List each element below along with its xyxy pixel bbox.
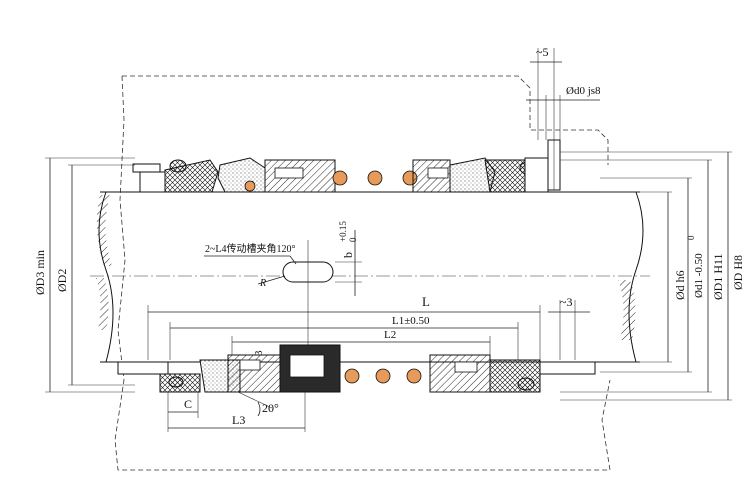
D-label: ØD H8	[731, 255, 745, 290]
angle-label: 20°	[262, 401, 279, 415]
dim-5-label: ~5	[536, 45, 549, 59]
top-right-dimensions: ~5 Ød0 js8	[526, 45, 601, 140]
L3-label: L3	[232, 413, 245, 427]
D2-label: ØD2	[55, 269, 69, 292]
D3-label: ØD3 min	[33, 250, 47, 295]
left-dimensions: ØD3 min ØD2	[33, 157, 135, 393]
right-dimensions: Ød h6 Ød1 -0.50 0 ØD1 H11 ØD H8	[560, 151, 745, 401]
bottom-dimensions: C L3 20°	[167, 391, 306, 432]
L1-label: L1±0.50	[392, 315, 430, 327]
housing-outline	[114, 75, 611, 471]
b-tolerance-upper: +0.15	[338, 221, 348, 242]
b-dimension: b +0.15 0	[335, 221, 362, 296]
d1-zero-label: 0	[686, 235, 696, 240]
d1-label: Ød1 -0.50	[693, 253, 705, 298]
dim-3-right-label: ~3	[560, 295, 573, 309]
length-dimensions: L L1±0.50 L2 ~3 3	[147, 294, 590, 360]
upper-seal-section	[132, 139, 561, 193]
D1-label: ØD1 H11	[711, 253, 725, 300]
C-label: C	[184, 397, 192, 411]
dim-3-left-label: 3	[253, 350, 265, 356]
drive-slot: R 2~L4传动槽夹角120°	[204, 240, 334, 360]
lower-seal-section	[117, 344, 596, 393]
b-tolerance-lower: 0	[348, 237, 358, 242]
radius-label: R	[259, 278, 266, 289]
d0-label: Ød0 js8	[566, 85, 601, 97]
L-label: L	[422, 294, 430, 309]
L2-label: L2	[384, 329, 396, 341]
b-label: b	[341, 252, 355, 258]
shaft	[90, 191, 650, 363]
d-label: Ød h6	[673, 270, 687, 300]
drive-slot-label: 2~L4传动槽夹角120°	[205, 242, 296, 255]
